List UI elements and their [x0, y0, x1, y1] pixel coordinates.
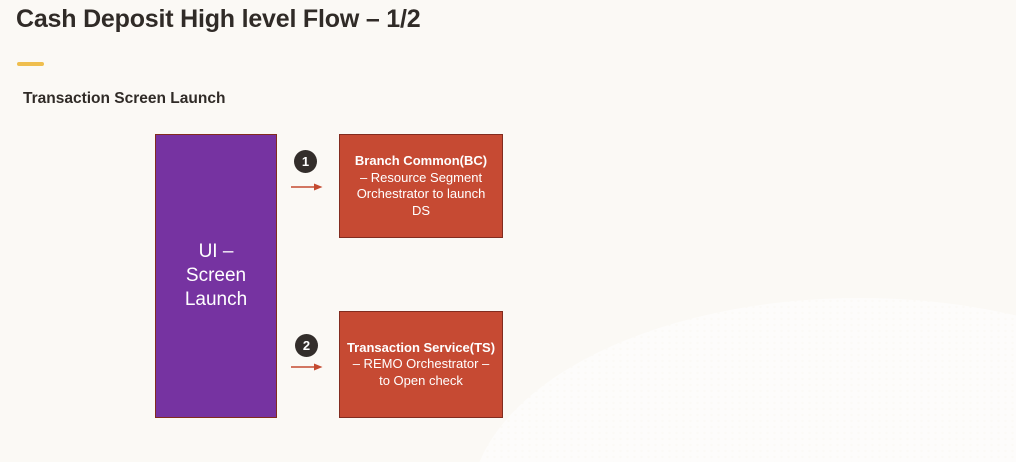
step-1-badge: 1 [294, 150, 317, 173]
source-box-label: UI – Screen Launch [184, 241, 248, 310]
section-title: Transaction Screen Launch [23, 90, 226, 107]
transaction-service-box: Transaction Service(TS) – REMO Orchestra… [339, 311, 503, 418]
step-2-badge: 2 [295, 334, 318, 357]
branch-common-box-description: – Resource Segment Orchestrator to launc… [356, 169, 486, 218]
branch-common-box-title: Branch Common(BC) [354, 153, 488, 168]
transaction-service-box-description: – REMO Orchestrator – to Open check [352, 356, 490, 388]
branch-common-box: Branch Common(BC) – Resource Segment Orc… [339, 134, 503, 238]
page-title: Cash Deposit High level Flow – 1/2 [16, 5, 421, 33]
flow-arrow-1-icon [291, 183, 323, 191]
accent-dash [17, 62, 44, 66]
ui-screen-launch-box: UI – Screen Launch [155, 134, 277, 418]
flow-arrow-2-icon [291, 363, 323, 371]
transaction-service-box-title: Transaction Service(TS) [346, 339, 496, 355]
